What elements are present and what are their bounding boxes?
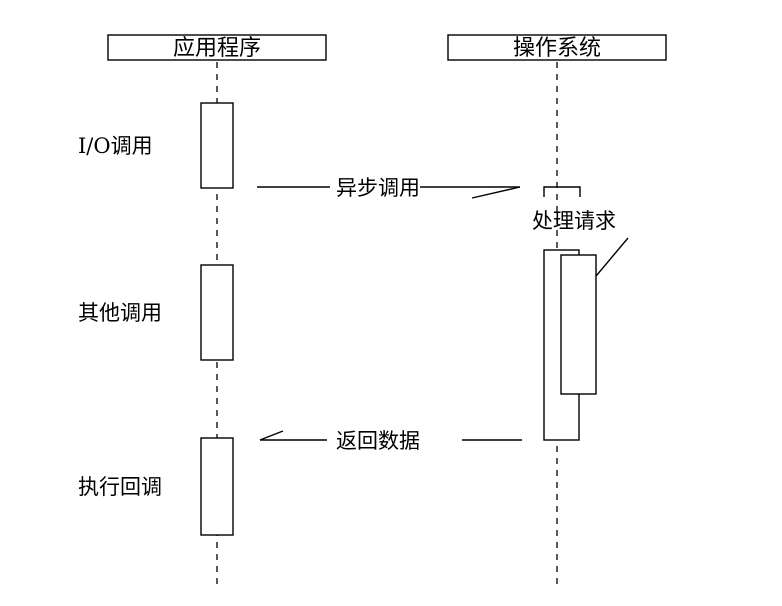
participant-app: 应用程序 [107, 34, 327, 61]
os-request-bracket [543, 186, 581, 197]
participant-app-label: 应用程序 [173, 36, 261, 61]
participant-app-box [107, 34, 327, 61]
callback-label: 执行回调 [78, 475, 162, 499]
app-activation-io [200, 102, 234, 189]
async-call-message: 异步调用 [257, 176, 521, 200]
app-activation-other [200, 264, 234, 361]
async-call-label: 异步调用 [336, 176, 420, 200]
participant-os-box [447, 34, 667, 61]
async-call-arrowhead [471, 186, 521, 199]
return-data-label: 返回数据 [336, 429, 420, 453]
other-call-label: 其他调用 [78, 301, 162, 325]
io-call-label: I/O调用 [78, 134, 153, 158]
return-data-message: 返回数据 [259, 429, 522, 453]
os-activation-inner [560, 254, 597, 395]
app-activation-callback [200, 437, 234, 536]
return-data-arrowhead [259, 430, 284, 441]
process-request-label: 处理请求 [532, 209, 616, 233]
participant-os-label: 操作系统 [513, 36, 601, 61]
participant-os: 操作系统 [447, 34, 667, 61]
